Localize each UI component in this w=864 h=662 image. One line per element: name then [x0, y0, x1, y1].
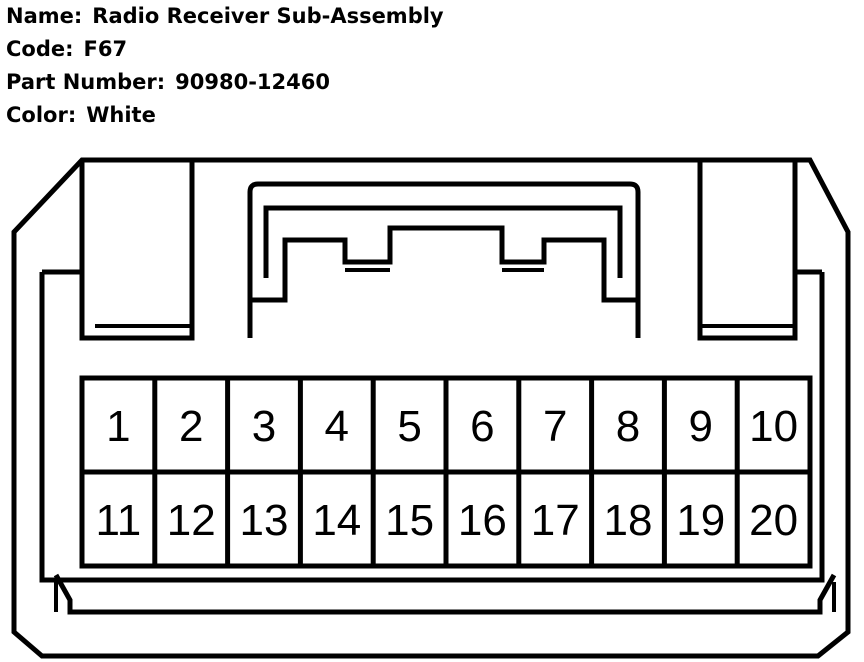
part-number-line: Part Number: 90980-12460: [6, 66, 444, 99]
color-line: Color: White: [6, 99, 444, 132]
connector-latch-arm: [247, 225, 638, 338]
code-label: Code:: [6, 37, 74, 61]
pin-1-label: 1: [106, 402, 130, 451]
code-value: F67: [83, 37, 128, 61]
pin-15-label: 15: [385, 496, 434, 545]
pin-8-label: 8: [616, 402, 640, 451]
pin-16-label: 16: [458, 496, 507, 545]
connector-bottom-rail: [53, 573, 837, 615]
pin-6-label: 6: [470, 402, 494, 451]
color-label: Color:: [6, 103, 77, 127]
pin-17-label: 17: [531, 496, 580, 545]
name-label: Name:: [6, 4, 83, 28]
part-number-label: Part Number:: [6, 70, 166, 94]
name-line: Name: Radio Receiver Sub-Assembly: [6, 0, 444, 33]
connector-latch: [247, 181, 641, 338]
connector-right-wall: [697, 160, 798, 341]
code-line: Code: F67: [6, 33, 444, 66]
pin-10-label: 10: [749, 402, 798, 451]
connector-latch-inner: [263, 205, 623, 278]
pin-20-label: 20: [749, 496, 798, 545]
connector-inner-shell: [39, 272, 825, 583]
connector-info: Name: Radio Receiver Sub-Assembly Code: F6…: [6, 0, 444, 132]
name-value: Radio Receiver Sub-Assembly: [92, 4, 444, 28]
pin-5-label: 5: [397, 402, 421, 451]
pin-2-label: 2: [179, 402, 203, 451]
pin-19-label: 19: [676, 496, 725, 545]
pin-9-label: 9: [689, 402, 713, 451]
connector-housing-outline: [11, 157, 851, 659]
pin-11-label: 11: [96, 496, 142, 545]
color-value: White: [86, 103, 156, 127]
pin-3-label: 3: [252, 402, 276, 451]
pin-18-label: 18: [604, 496, 653, 545]
pin-7-label: 7: [543, 402, 567, 451]
pin-14-label: 14: [312, 496, 361, 545]
connector-left-wall: [79, 160, 195, 341]
pin-4-label: 4: [325, 402, 349, 451]
part-number-value: 90980-12460: [175, 70, 330, 94]
pin-13-label: 13: [240, 496, 289, 545]
pin-12-label: 12: [167, 496, 216, 545]
